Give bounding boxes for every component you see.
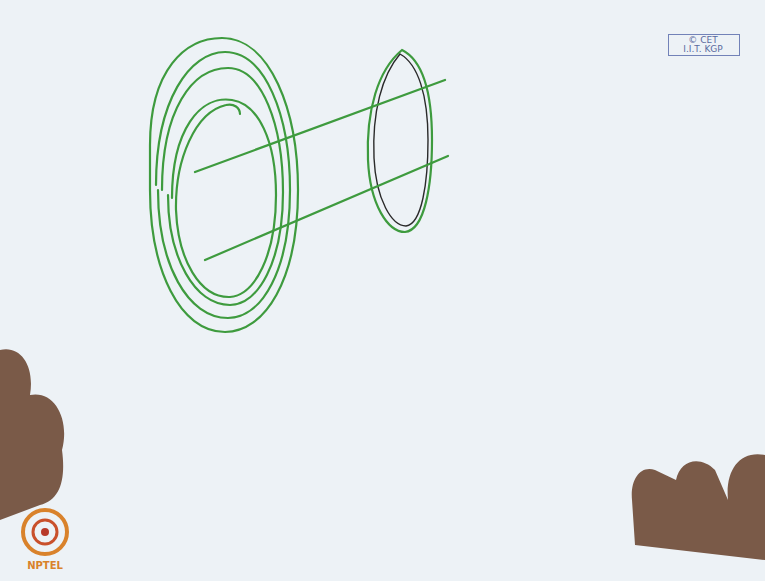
ray-line [205,156,448,260]
coil-turn [156,52,290,318]
logo-dot [41,528,49,536]
right-hand [632,454,765,560]
coil-turn [162,68,283,305]
nptel-logo [23,510,67,554]
ray-lines [195,80,448,260]
hands [0,349,765,560]
logo-text: NPTEL [27,560,63,571]
coil-turn [172,100,276,297]
watermark-text: I.I.T. KGP [683,45,723,55]
left-hand [0,349,64,520]
logo-ring [23,510,67,554]
ray-line [195,80,445,172]
logo-ring [33,520,57,544]
lens-outline [374,54,428,226]
lens-sketch [368,50,432,232]
coil-sketch [150,38,298,332]
lens-outline [368,50,432,232]
coil-turn [150,38,298,332]
